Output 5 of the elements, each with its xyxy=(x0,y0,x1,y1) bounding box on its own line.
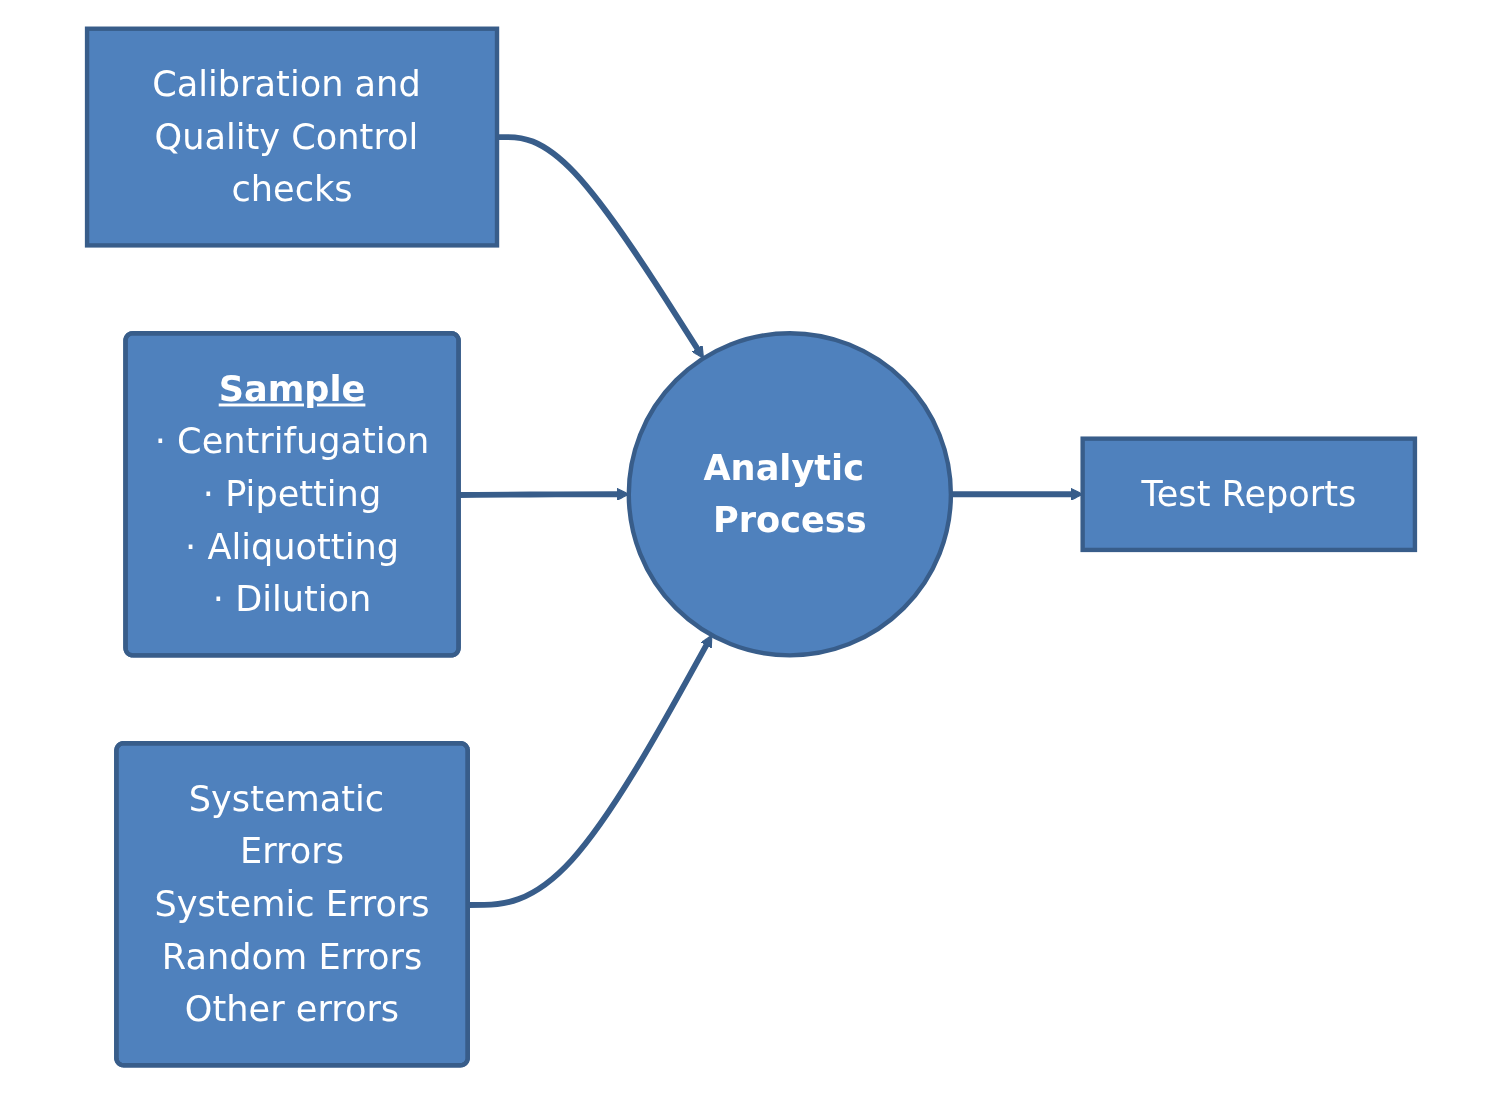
node-box: Calibration and Quality Control checks xyxy=(84,26,500,248)
node-circle: Analytic Process xyxy=(626,330,954,658)
arrow xyxy=(468,634,713,908)
arrow xyxy=(497,133,705,359)
node-box: Test Reports xyxy=(1080,435,1418,552)
